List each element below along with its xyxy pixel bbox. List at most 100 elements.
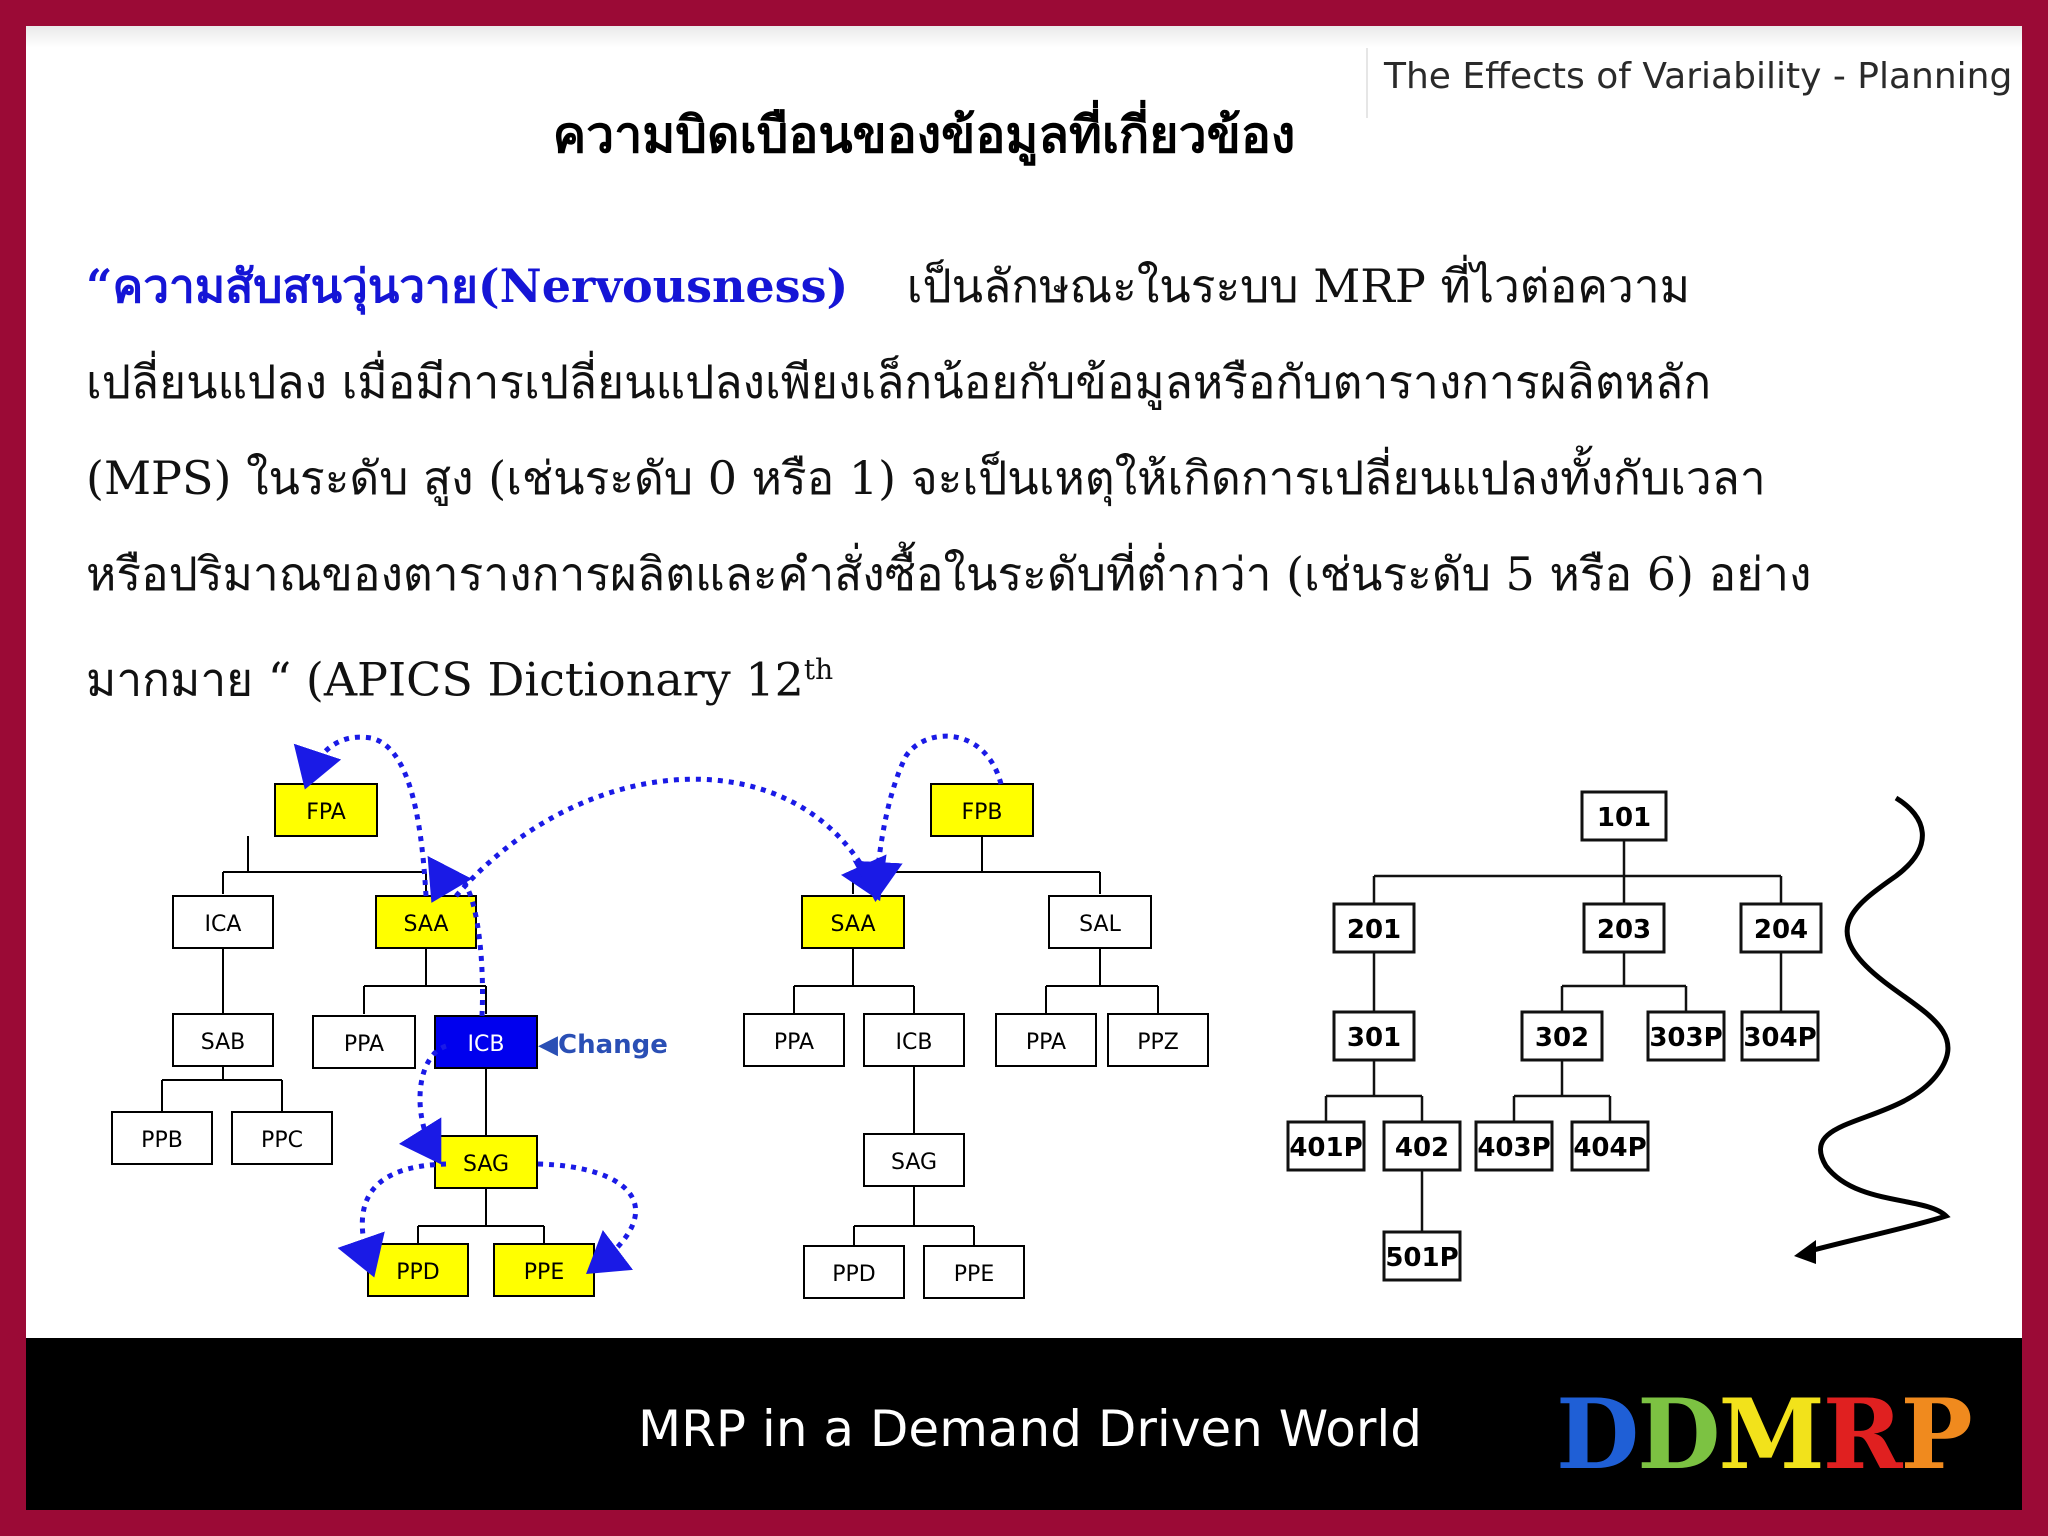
bom-b-label-ppa-2: PPA (1026, 1030, 1066, 1055)
bom-a-box-ppc (231, 1111, 333, 1165)
definition-superscript: th (803, 653, 834, 686)
bom-a-box-ppa (312, 1015, 416, 1069)
bom-a-label-ppe: PPE (524, 1260, 564, 1285)
bom-a-label-ppc: PPC (261, 1128, 303, 1153)
bom-c-lines (1324, 840, 1783, 1234)
bom-c-boxes (1286, 790, 1823, 1282)
bom-a-label-ica: ICA (205, 912, 242, 937)
bom-c-box-304p (1740, 1010, 1820, 1062)
bom-a-box-sag (434, 1135, 538, 1189)
definition-text: “ความสับสนวุ่นวาย(Nervousness) เป็นลักษณ… (86, 238, 1986, 718)
bom-c-label-201: 201 (1347, 915, 1401, 945)
bom-c-box-501p (1382, 1230, 1462, 1282)
bom-a-label-sag: SAG (463, 1152, 509, 1177)
header-tab (1366, 48, 2022, 118)
bom-a-boxes: FPA ICA SAA SAB PPA ICB ◀Change PPB PPC … (111, 783, 668, 1297)
bom-a-label-icb: ICB (468, 1032, 505, 1057)
bom-a-box-ica (172, 895, 274, 949)
bom-c-label-501p: 501P (1385, 1243, 1458, 1273)
definition-term: “ความสับสนวุ่นวาย(Nervousness) (86, 259, 849, 313)
bom-b-label-sal: SAL (1079, 912, 1121, 937)
bom-b-label-sag: SAG (891, 1150, 937, 1175)
bom-c-label-203: 203 (1597, 915, 1651, 945)
bom-c-label-101: 101 (1597, 803, 1651, 833)
bom-c-box-201 (1332, 902, 1416, 954)
bom-c-box-301 (1332, 1010, 1416, 1062)
bom-b-label-ppd: PPD (832, 1262, 875, 1287)
footer-text: MRP in a Demand Driven World (638, 1400, 1423, 1458)
bom-c-label-404p: 404P (1573, 1133, 1646, 1163)
bom-b-box-sag (863, 1133, 965, 1187)
bom-c-label-302: 302 (1535, 1023, 1589, 1053)
bom-b-label-fpb: FPB (961, 800, 1002, 825)
bom-b-box-ppa (743, 1013, 845, 1067)
bom-a-box-sab (172, 1013, 274, 1067)
arrow-sag-to-ppd (337, 1161, 447, 1278)
bom-b-label-ppe: PPE (954, 1262, 994, 1287)
definition-line-2: เปลี่ยนแปลง เมื่อมีการเปลี่ยนแปลงเพียงเล… (86, 355, 1712, 409)
bom-b-boxes: FPB SAA SAL PPA ICB PPA PPZ SAG PPD PPE (743, 783, 1209, 1299)
definition-line-5-text: มากมาย “ (APICS Dictionary 12 (86, 652, 804, 707)
bom-a-box-icb (434, 1015, 538, 1069)
bom-c-label-303p: 303P (1649, 1023, 1722, 1053)
header-subtitle: The Effects of Variability - Planning (1384, 56, 2013, 97)
slide: The Effects of Variability - Planning คว… (26, 26, 2022, 1510)
logo-letter-3: M (1718, 1378, 1825, 1491)
arrow-saa-to-saa-b (454, 776, 887, 902)
bom-c-box-402 (1382, 1120, 1462, 1172)
logo-letter-2: D (1637, 1378, 1720, 1491)
definition-line-5: มากมาย “ (APICS Dictionary 12th (86, 622, 1986, 718)
definition-line-3: (MPS) ในระดับ สูง (เช่นระดับ 0 หรือ 1) จ… (86, 451, 1766, 505)
footer-bar: MRP in a Demand Driven World DDMRP (26, 1338, 2022, 1510)
bom-b-box-fpb (930, 783, 1034, 837)
bom-b-box-sal (1048, 895, 1152, 949)
bom-a-label-ppa: PPA (344, 1032, 384, 1057)
bom-a-label-ppb: PPB (141, 1128, 183, 1153)
bom-c-label-304p: 304P (1743, 1023, 1816, 1053)
slide-title: ความบิดเบือนของข้อมูลที่เกี่ยวข้อง (552, 105, 1296, 164)
bom-c-labels: 101 201 203 204 301 302 303P 304P 401P 4… (1289, 803, 1816, 1273)
top-rule (26, 26, 2022, 48)
bom-b-box-ppd (803, 1245, 905, 1299)
definition-line-4: หรือปริมาณของตารางการผลิตและคำสั่งซื้อใน… (86, 547, 1812, 601)
definition-line-1: “ความสับสนวุ่นวาย(Nervousness) เป็นลักษณ… (86, 238, 1986, 334)
bom-b-box-saa (801, 895, 905, 949)
ddmrp-logo: DDMRP (1556, 1378, 1973, 1491)
bom-a-lines (161, 836, 545, 1244)
arrow-saa-to-fpa (293, 734, 429, 897)
bom-b-box-ppz (1107, 1013, 1209, 1067)
arrow-icb-to-saa (427, 855, 485, 1017)
bom-b-box-ppe (923, 1245, 1025, 1299)
bom-a-box-fpa (274, 783, 378, 837)
nervousness-arrows (293, 733, 1004, 1278)
bom-diagrams: FPA ICA SAA SAB PPA ICB ◀Change PPB PPC … (111, 733, 1823, 1299)
bom-a-box-ppb (111, 1111, 213, 1165)
bom-a-label-ppd: PPD (396, 1260, 439, 1285)
bom-c-box-303p (1646, 1010, 1726, 1062)
bom-c-box-204 (1739, 902, 1823, 954)
bom-b-label-saa: SAA (830, 912, 875, 937)
bom-b-box-icb (863, 1013, 965, 1067)
logo-letter-1: D (1556, 1378, 1639, 1491)
definition-line-1-rest: เป็นลักษณะในระบบ MRP ที่ไวต่อความ (906, 259, 1691, 313)
bom-c-box-404p (1570, 1120, 1650, 1172)
bom-c-box-101 (1580, 790, 1668, 842)
bom-c-label-402: 402 (1395, 1133, 1449, 1163)
bom-c-box-302 (1520, 1010, 1604, 1062)
bom-c-label-401p: 401P (1289, 1133, 1362, 1163)
bom-a-label-saa: SAA (403, 912, 448, 937)
bom-a-box-saa (375, 895, 477, 949)
arrow-sag-to-ppe (537, 1161, 639, 1275)
bom-b-label-icb: ICB (896, 1030, 933, 1055)
bom-c-label-301: 301 (1347, 1023, 1401, 1053)
logo-letter-5: P (1900, 1378, 1973, 1491)
bom-c-box-403p (1474, 1120, 1554, 1172)
arrow-fpb-to-saa-b (852, 733, 1004, 902)
bom-c-box-203 (1582, 902, 1666, 954)
bom-b-label-ppa: PPA (774, 1030, 814, 1055)
bom-b-label-ppz: PPZ (1137, 1030, 1179, 1055)
logo-letter-4: R (1822, 1378, 1903, 1491)
bom-a-change-label: ◀Change (538, 1030, 668, 1060)
bom-c-box-401p (1286, 1120, 1366, 1172)
bom-a-label-fpa: FPA (306, 800, 346, 825)
